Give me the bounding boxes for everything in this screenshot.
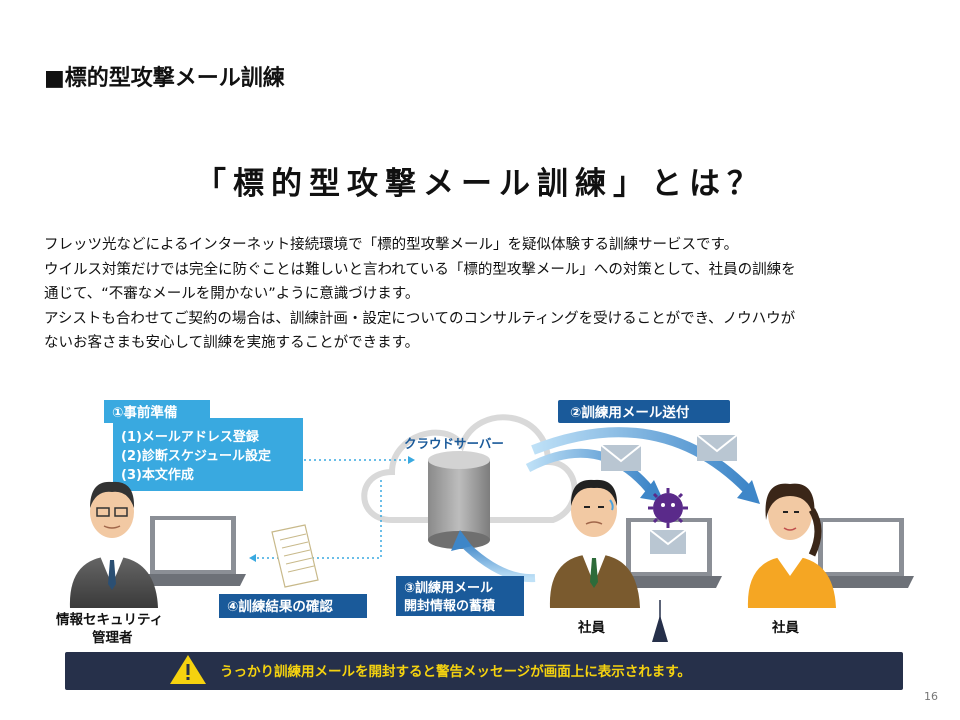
- step4-label-box: [219, 594, 367, 618]
- employee-label: 社員: [577, 619, 606, 636]
- step3-label-line: 開封情報の蓄積: [404, 598, 496, 614]
- laptop-icon: [802, 518, 914, 588]
- warning-text: うっかり訓練用メールを開封すると警告メッセージが画面上に表示されます。: [220, 663, 691, 680]
- warning-icon: [170, 655, 206, 684]
- page-number: 16: [924, 690, 938, 703]
- step1-item: (2)診断スケジュール設定: [121, 448, 271, 464]
- section-header: ■標的型攻撃メール訓練: [44, 66, 285, 91]
- training-flow-diagram: クラウドサーバー ①事前準備 (1)メールアドレス登録 (2)診断スケジュール設…: [56, 400, 914, 690]
- document-icon: [271, 524, 319, 588]
- virus-icon: [648, 488, 688, 528]
- server-icon: [428, 451, 490, 549]
- step1-item: (3)本文作成: [121, 467, 194, 483]
- step2-label-box: [558, 400, 730, 423]
- step1-label-box: [104, 400, 210, 423]
- employee-label: 社員: [771, 619, 800, 636]
- step1-item: (1)メールアドレス登録: [121, 429, 260, 445]
- send-arrow: [531, 427, 752, 494]
- page-title: 「標的型攻撃メール訓練」とは？: [195, 166, 765, 202]
- admin-label: 情報セキュリティ: [56, 611, 163, 628]
- step3-label-box: [396, 576, 524, 616]
- admin-label: 管理者: [92, 629, 133, 646]
- description-line: アシストも合わせてご契約の場合は、訓練計画・設定についてのコンサルティングを受け…: [44, 310, 796, 327]
- employee-avatar: [549, 479, 640, 608]
- step4-label: ④訓練結果の確認: [227, 598, 333, 615]
- employee-avatar: [747, 483, 836, 608]
- mail-icon: [600, 444, 642, 471]
- step1-label: ①事前準備: [112, 404, 178, 421]
- laptop-icon: [134, 516, 246, 586]
- description-line: ないお客さまも安心して訓練を実施することができます。: [44, 335, 420, 352]
- warning-banner: [65, 652, 903, 690]
- cloud-label: クラウドサーバー: [404, 436, 504, 451]
- step1-details-box: [113, 418, 303, 491]
- mail-icon: [696, 434, 738, 461]
- mail-icon: [649, 529, 687, 554]
- description-line: 通じて、“不審なメールを開かない”ように意識づけます。: [44, 286, 420, 303]
- send-arrow: [525, 448, 654, 493]
- description-text: フレッツ光などによるインターネット接続環境で「標的型攻撃メール」を疑似体験する訓…: [44, 233, 944, 356]
- description-line: フレッツ光などによるインターネット接続環境で「標的型攻撃メール」を疑似体験する訓…: [44, 237, 739, 253]
- description-line: ウイルス対策だけでは完全に防ぐことは難しいと言われている「標的型攻撃メール」への…: [44, 261, 796, 278]
- admin-avatar: [69, 481, 158, 608]
- step2-label: ②訓練用メール送付: [570, 404, 690, 421]
- collect-arrow: [459, 539, 536, 583]
- step3-label-line: ③訓練用メール: [404, 580, 493, 596]
